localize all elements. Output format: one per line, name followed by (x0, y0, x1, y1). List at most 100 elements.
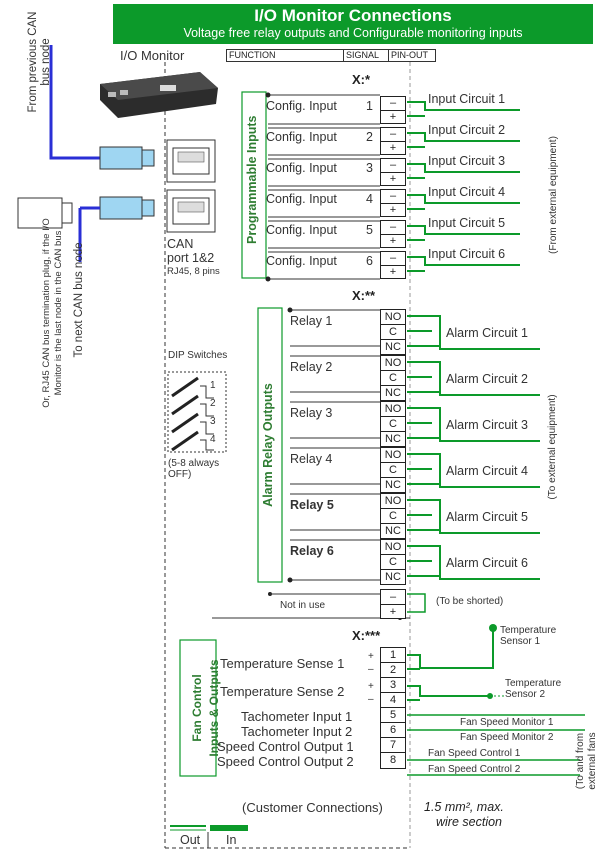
config-input-label: Config. Input (266, 130, 337, 144)
fan-signal-right: Fan Speed Monitor 2 (460, 732, 554, 743)
programmable-inputs-label: Programmable Inputs (245, 115, 259, 245)
pin-plus: + (389, 204, 397, 216)
can-cable-in (49, 45, 100, 160)
relays-side-note: (To external equipment) (547, 394, 558, 500)
fan-pin: 4 (381, 693, 405, 708)
relay-pin: C (381, 509, 405, 524)
pin-minus: – (381, 97, 405, 111)
not-in-use-pins: – + (380, 589, 406, 619)
fan-pin: 8 (389, 754, 397, 766)
fan-side-note-2: external fans (587, 732, 598, 790)
alarm-circuit-label: Alarm Circuit 4 (446, 464, 528, 478)
can-spec-label: RJ45, 8 pins (167, 266, 220, 277)
relay-label: Relay 1 (290, 314, 333, 328)
pin-plus: + (389, 142, 397, 154)
termination-note: Or, RJ45 CAN bus termination plug, if th… (41, 218, 64, 408)
can-label: CAN (167, 237, 194, 251)
input-row-lines (268, 94, 380, 280)
customer-connections-label: (Customer Connections) (242, 800, 383, 815)
programmable-inputs-box (241, 91, 267, 279)
relay-label: Relay 6 (290, 544, 334, 558)
fan-signal-right: Fan Speed Control 2 (428, 764, 521, 775)
io-monitor-device (100, 72, 218, 118)
alarm-relay-label: Alarm Relay Outputs (261, 383, 275, 507)
can-plug-upper (99, 146, 143, 170)
fan-pin: 2 (381, 663, 405, 678)
config-input-number: 2 (366, 130, 373, 144)
shorted-link (407, 593, 426, 613)
input-pin-box: – + (380, 189, 406, 217)
relay-pin: NC (385, 341, 401, 353)
legend-out-label: Out (180, 833, 201, 847)
relay-pin: NC (385, 525, 401, 537)
legend-in-label: In (226, 833, 237, 847)
relay-pin: NO (381, 402, 405, 417)
alarm-circuit-label: Alarm Circuit 6 (446, 556, 528, 570)
not-in-use-label: Not in use (280, 600, 326, 611)
config-input-number: 6 (366, 254, 373, 268)
ts2-plus: + (368, 681, 374, 692)
input-pin-box: – + (380, 251, 406, 279)
dip-label: DIP Switches (168, 350, 228, 361)
relay-pin: C (381, 463, 405, 478)
rj45-socket-2 (166, 189, 216, 233)
pin-plus: + (389, 111, 397, 123)
input-pin-box: – + (380, 127, 406, 155)
relay-pin: NO (381, 356, 405, 371)
ts2-minus: – (368, 694, 374, 705)
input-wires (407, 101, 520, 272)
input-circuit-label: Input Circuit 2 (428, 123, 506, 137)
wire-section-line-1: 1.5 mm², max. (424, 800, 504, 814)
relay-pin: NC (385, 387, 401, 399)
to-next-node-note: To next CAN bus node (73, 242, 85, 358)
fan-signal-label: Speed Control Output 1 (217, 739, 354, 754)
relay-label: Relay 2 (290, 360, 333, 374)
ts1-plus: + (368, 651, 374, 662)
alarm-circuit-label: Alarm Circuit 1 (446, 326, 528, 340)
relay-label: Relay 4 (290, 452, 333, 466)
fan-signal-right: Fan Speed Control 1 (428, 748, 521, 759)
input-circuit-label: Input Circuit 1 (428, 92, 506, 106)
connector-fan: X:*** (352, 628, 381, 643)
temp-sensor-2-label: Temperature Sensor 2 (505, 678, 562, 700)
fan-pin: 7 (381, 738, 405, 753)
relay-label: Relay 5 (290, 498, 334, 512)
fan-signal-label: Tachometer Input 1 (241, 709, 353, 724)
fan-signal-label: Tachometer Input 2 (241, 724, 353, 739)
pin-minus: – (381, 221, 405, 235)
config-input-label: Config. Input (266, 99, 337, 113)
fan-side-note-1: (To and from (575, 732, 586, 790)
alarm-circuit-label: Alarm Circuit 5 (446, 510, 528, 524)
relay-pin: NO (381, 310, 405, 325)
relay-pin: NC (385, 479, 401, 491)
config-input-number: 5 (366, 223, 373, 237)
pin-plus: + (389, 235, 397, 247)
temp-sense-1: Temperature Sense 1 (220, 656, 345, 671)
relay-label: Relay 3 (290, 406, 333, 420)
ts1-minus: – (368, 664, 374, 675)
config-input-label: Config. Input (266, 192, 337, 206)
pin-minus: – (381, 190, 405, 204)
pin-minus: – (381, 252, 405, 266)
fan-signal-label: Speed Control Output 2 (217, 754, 354, 769)
relay-bus-lines (290, 309, 380, 581)
relay-pin: C (381, 371, 405, 386)
title-banner: I/O Monitor Connections Voltage free rel… (113, 4, 593, 44)
dip-num-3: 3 (210, 416, 216, 427)
diagram-subtitle: Voltage free relay outputs and Configura… (183, 26, 523, 40)
relay-pin: NO (381, 540, 405, 555)
relay-pin: C (381, 555, 405, 570)
fan-control-label-1: Fan Control (190, 674, 204, 742)
connector-inputs: X:* (352, 72, 371, 87)
rj45-socket-1 (166, 139, 216, 183)
pin-plus: + (389, 173, 397, 185)
pin-minus: – (381, 590, 405, 605)
alarm-circuit-label: Alarm Circuit 3 (446, 418, 528, 432)
relay-pin: C (381, 417, 405, 432)
to-be-shorted-note: (To be shorted) (436, 596, 504, 607)
pin-plus: + (389, 266, 397, 278)
fan-control-box (179, 639, 217, 777)
